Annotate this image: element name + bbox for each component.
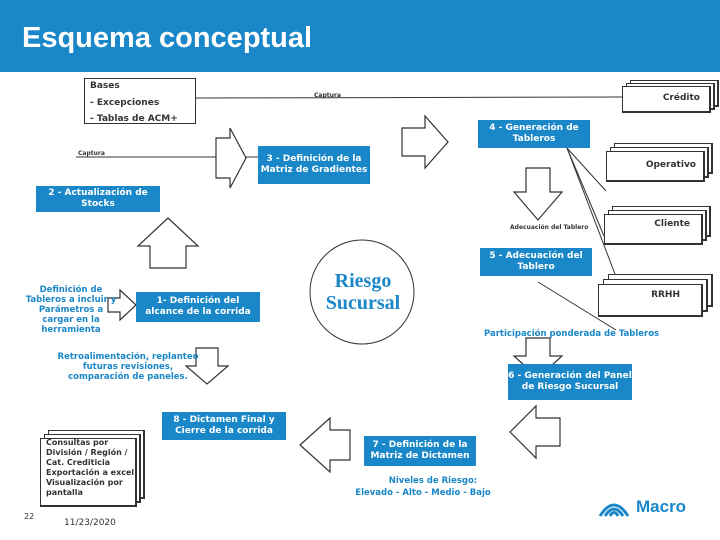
macro-logo-icon — [598, 503, 630, 517]
center-label: Riesgo Sucursal — [308, 270, 418, 314]
retro-text: Retroalimentación, replanteo futuras rev… — [57, 352, 199, 382]
rrhh-label: RRHH — [651, 290, 680, 300]
step7-box: 7 - Definición de la Matriz de Dictamen — [364, 436, 476, 466]
bases-title: Bases — [90, 81, 120, 91]
line-step4-operativo — [566, 147, 607, 192]
center-line2: Sucursal — [325, 292, 401, 314]
operativo-label: Operativo — [645, 160, 696, 170]
cliente-stack: Cliente — [604, 206, 712, 245]
arrow-down-right — [512, 167, 564, 221]
macro-logo-text: Macro — [636, 497, 687, 516]
step5-box: 5 - Adecuación del Tablero — [480, 248, 592, 276]
arrow-right-top — [401, 114, 449, 170]
credito-label: Crédito — [662, 93, 700, 103]
arrow-down-retro — [184, 347, 230, 385]
credito-stack: Crédito — [622, 80, 719, 113]
arrow-up-left — [136, 217, 200, 269]
captura-line-top — [195, 96, 623, 99]
footer-date: 11/23/2020 — [64, 518, 116, 528]
bases-box — [84, 78, 196, 124]
arrow-right-step1 — [107, 288, 137, 322]
line-step5-participacion — [537, 281, 617, 331]
step4-box: 4 - Generación de Tableros — [478, 120, 590, 148]
consultas-item: Visualización por — [46, 478, 123, 487]
consultas-item: División / Región / — [46, 448, 128, 457]
captura-label-left: Captura — [78, 150, 105, 157]
arrow-left-step7 — [509, 404, 561, 460]
header-bar — [0, 0, 720, 72]
consultas-list: Consultas por División / Región / Cat. C… — [46, 438, 134, 498]
niveles-title: Niveles de Riesgo: — [388, 476, 478, 486]
page-number: 22 — [24, 512, 35, 521]
step2-box: 2 - Actualización de Stocks — [36, 186, 160, 212]
bases-line1: - Excepciones — [90, 98, 160, 108]
cliente-label: Cliente — [654, 219, 690, 229]
participacion-text: Participación ponderada de Tableros — [484, 329, 660, 339]
bases-line2: - Tablas de ACM+ — [90, 114, 178, 124]
consultas-item: pantalla — [46, 488, 83, 497]
center-line1: Riesgo — [334, 270, 392, 292]
line-step4-cliente — [566, 147, 605, 237]
arrow-right-mid — [215, 127, 247, 189]
adecuacion-label: Adecuación del Tablero — [510, 224, 589, 231]
operativo-stack: Operativo — [606, 143, 714, 182]
consultas-stack — [40, 430, 145, 507]
step6-box: 6 - Generación del Panel de Riesgo Sucur… — [508, 364, 632, 400]
step3-box: 3 - Definición de la Matriz de Gradiente… — [258, 146, 370, 184]
arrow-left-bottom — [299, 416, 351, 474]
consultas-item: Cat. Crediticia — [46, 458, 111, 467]
step1-box: 1- Definición del alcance de la corrida — [136, 292, 260, 322]
captura-label-top: Captura — [314, 92, 341, 99]
step8-box: 8 - Dictamen Final y Cierre de la corrid… — [162, 412, 286, 440]
definicion-text: Definición de Tableros a incluir y Parám… — [25, 285, 117, 335]
center-circle — [309, 239, 415, 345]
line-step4-rrhh — [566, 147, 619, 283]
consultas-item: Consultas por — [46, 438, 109, 447]
page-title: Esquema conceptual — [22, 22, 313, 54]
niveles-values: Elevado - Alto - Medio - Bajo — [355, 488, 491, 498]
consultas-item: Exportación a excel — [46, 468, 135, 477]
rrhh-stack: RRHH — [598, 274, 714, 317]
